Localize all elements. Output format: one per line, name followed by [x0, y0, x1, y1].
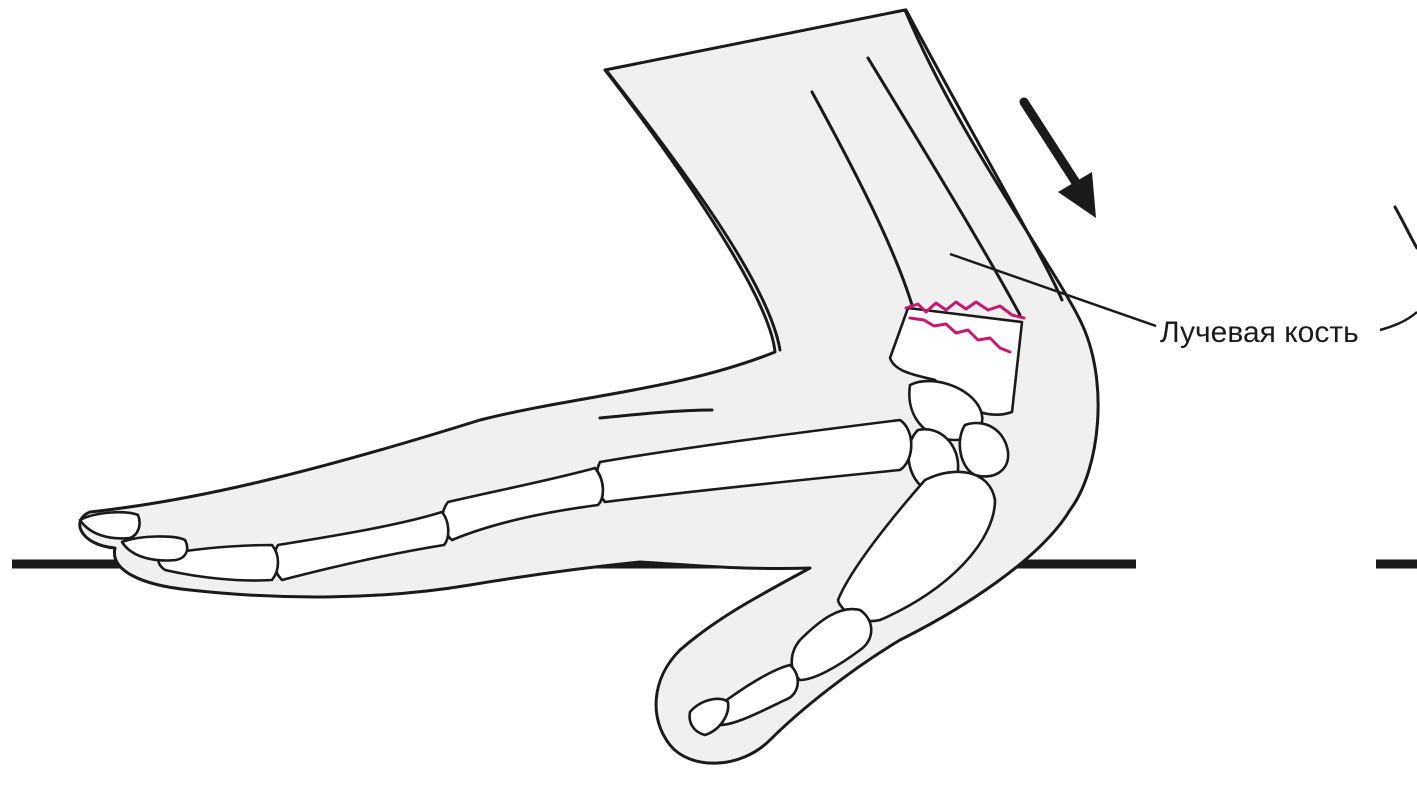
second-hand-outline-fragment — [1395, 207, 1417, 248]
radius-leader-line-right — [1380, 312, 1417, 330]
radius-label: Лучевая кость — [1160, 316, 1359, 349]
arrow-down-right-icon — [1024, 102, 1096, 218]
